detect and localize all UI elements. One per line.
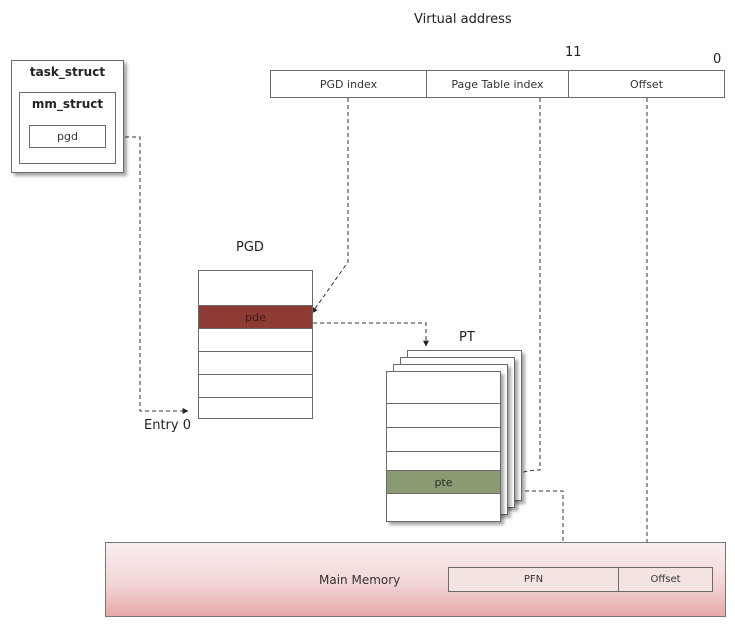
memory-pfn-cell: PFN [448, 567, 619, 592]
pgd-table: pde [198, 270, 313, 419]
pgd-entry-row [199, 397, 312, 398]
task-struct-box: task_struct mm_struct pgd [11, 60, 124, 173]
va-field-offset: Offset [568, 70, 725, 98]
pt-entry-pte: pte [387, 470, 500, 493]
bit-label-high: 11 [565, 45, 582, 60]
main-memory-label: Main Memory [319, 573, 401, 587]
task-struct-label: task_struct [29, 65, 106, 79]
pgd-to-entry0-line [104, 136, 189, 414]
entry0-label: Entry 0 [144, 418, 191, 433]
pt-entry-row [387, 427, 500, 451]
pgd-index-to-pde-line [311, 98, 349, 314]
pt-entry-row [387, 493, 500, 494]
mm-struct-label: mm_struct [31, 97, 104, 111]
pt-table: pte [386, 371, 501, 522]
pgd-entry-pde: pde [199, 305, 312, 328]
va-field-page-table-index: Page Table index [426, 70, 569, 98]
pde-to-pt-line [313, 322, 429, 347]
memory-offset-cell: Offset [618, 567, 713, 592]
va-field-pgd-index: PGD index [270, 70, 427, 98]
pgd-entry-row [199, 328, 312, 351]
pt-table-title: PT [459, 330, 475, 345]
pgd-table-title: PGD [236, 240, 264, 255]
pgd-entry-row [199, 374, 312, 397]
pgd-field: pgd [29, 125, 106, 148]
pt-entry-row [387, 451, 500, 475]
bit-label-low: 0 [713, 52, 722, 67]
main-memory: Main Memory PFN Offset [105, 542, 726, 617]
virtual-address-title: Virtual address [414, 12, 512, 27]
pgd-entry-row [199, 351, 312, 374]
pt-entry-row [387, 403, 500, 427]
mm-struct-box: mm_struct pgd [19, 92, 116, 164]
